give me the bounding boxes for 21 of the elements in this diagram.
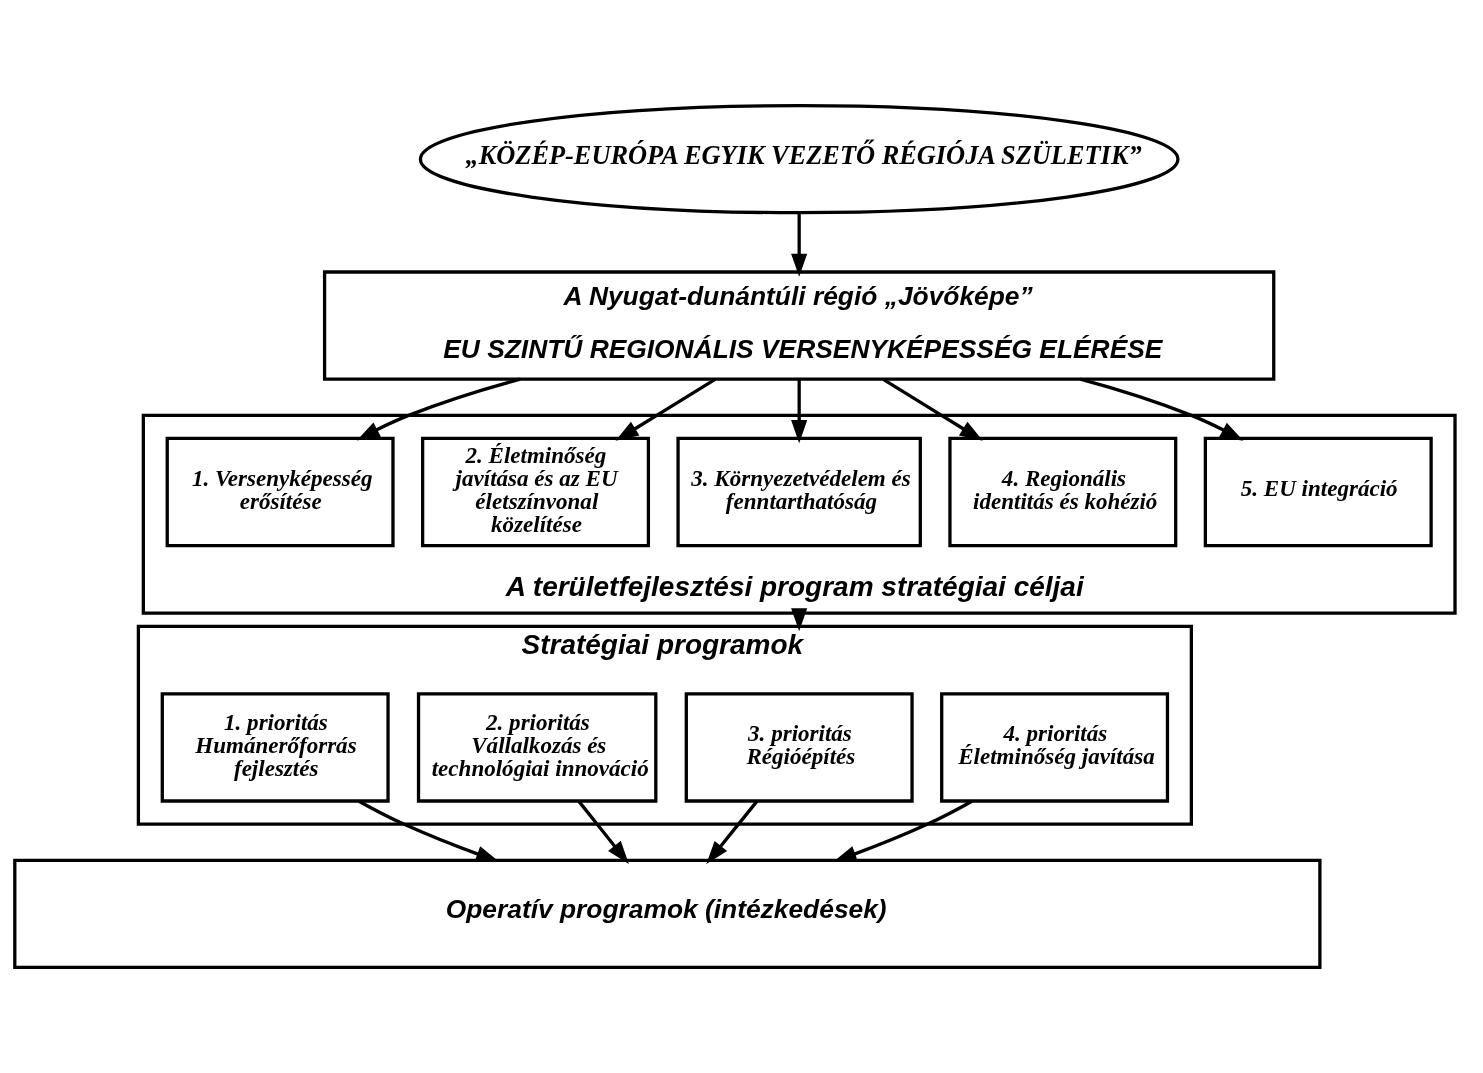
arrow xyxy=(577,800,629,864)
arrow xyxy=(791,608,808,632)
node-box: 4. prioritás Életminőség javítása xyxy=(940,692,1170,803)
arrow xyxy=(791,212,808,277)
node-box: A Nyugat-dunántúli régió „Jövőképe” EU SZINTŰ REGIONÁLIS VERSENYKÉPESSÉG ELÉRÉSE xyxy=(322,270,1276,381)
node-box: 2. prioritás Vállalkozás és technológiai innováció xyxy=(416,692,658,803)
node-box: 2. Életminőség javítása és az EU életszínvonal közelítése xyxy=(421,436,651,548)
arrow xyxy=(791,379,808,444)
node-box: Operatív programok (intézkedések) xyxy=(13,858,1322,970)
arrow xyxy=(706,800,759,864)
arrow xyxy=(1079,377,1244,441)
node-box: 3. prioritás Régióépítés xyxy=(684,692,914,803)
node-ellipse: „KÖZÉP-EURÓPA EGYIK VEZETŐ RÉGIÓJA SZÜLETIK” xyxy=(418,103,1180,215)
node-box: 4. Regionális identitás és kohézió xyxy=(948,436,1178,548)
arrow xyxy=(882,377,983,441)
node-box: 5. EU integráció xyxy=(1203,436,1433,548)
node-box: 3. Környezetvédelem és fenntarthatóság xyxy=(676,436,922,548)
node-box: 1. prioritás Humánerőforrás fejlesztés xyxy=(160,692,390,803)
arrow xyxy=(356,377,521,441)
node-box: 1. Versenyképesség erősítése xyxy=(165,436,395,548)
arrow xyxy=(615,377,716,441)
